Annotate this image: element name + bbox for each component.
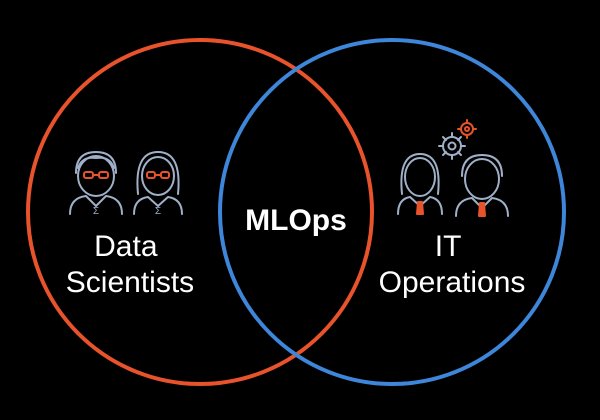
- svg-text:Σ: Σ: [155, 206, 161, 217]
- data-scientist-male-icon: Σ: [69, 151, 123, 217]
- it-ops-female-icon: [397, 153, 443, 215]
- svg-text:Σ: Σ: [93, 206, 99, 217]
- data-scientists-label: Data Scientists: [66, 230, 194, 299]
- it-operations-label: IT Operations: [379, 230, 526, 299]
- it-operations-label-line-1: IT: [435, 230, 461, 263]
- data-scientists-label-line-1: Data: [94, 230, 158, 263]
- data-scientist-female-icon: Σ: [133, 151, 183, 217]
- it-operations-circle: [218, 38, 566, 386]
- it-ops-male-icon: [455, 154, 509, 217]
- mlops-label: MLOps: [245, 204, 347, 237]
- gears-icon: [438, 119, 477, 160]
- data-scientists-label-line-2: Scientists: [66, 266, 194, 299]
- data-scientists-circle: [26, 38, 374, 386]
- it-operations-label-line-2: Operations: [379, 266, 526, 299]
